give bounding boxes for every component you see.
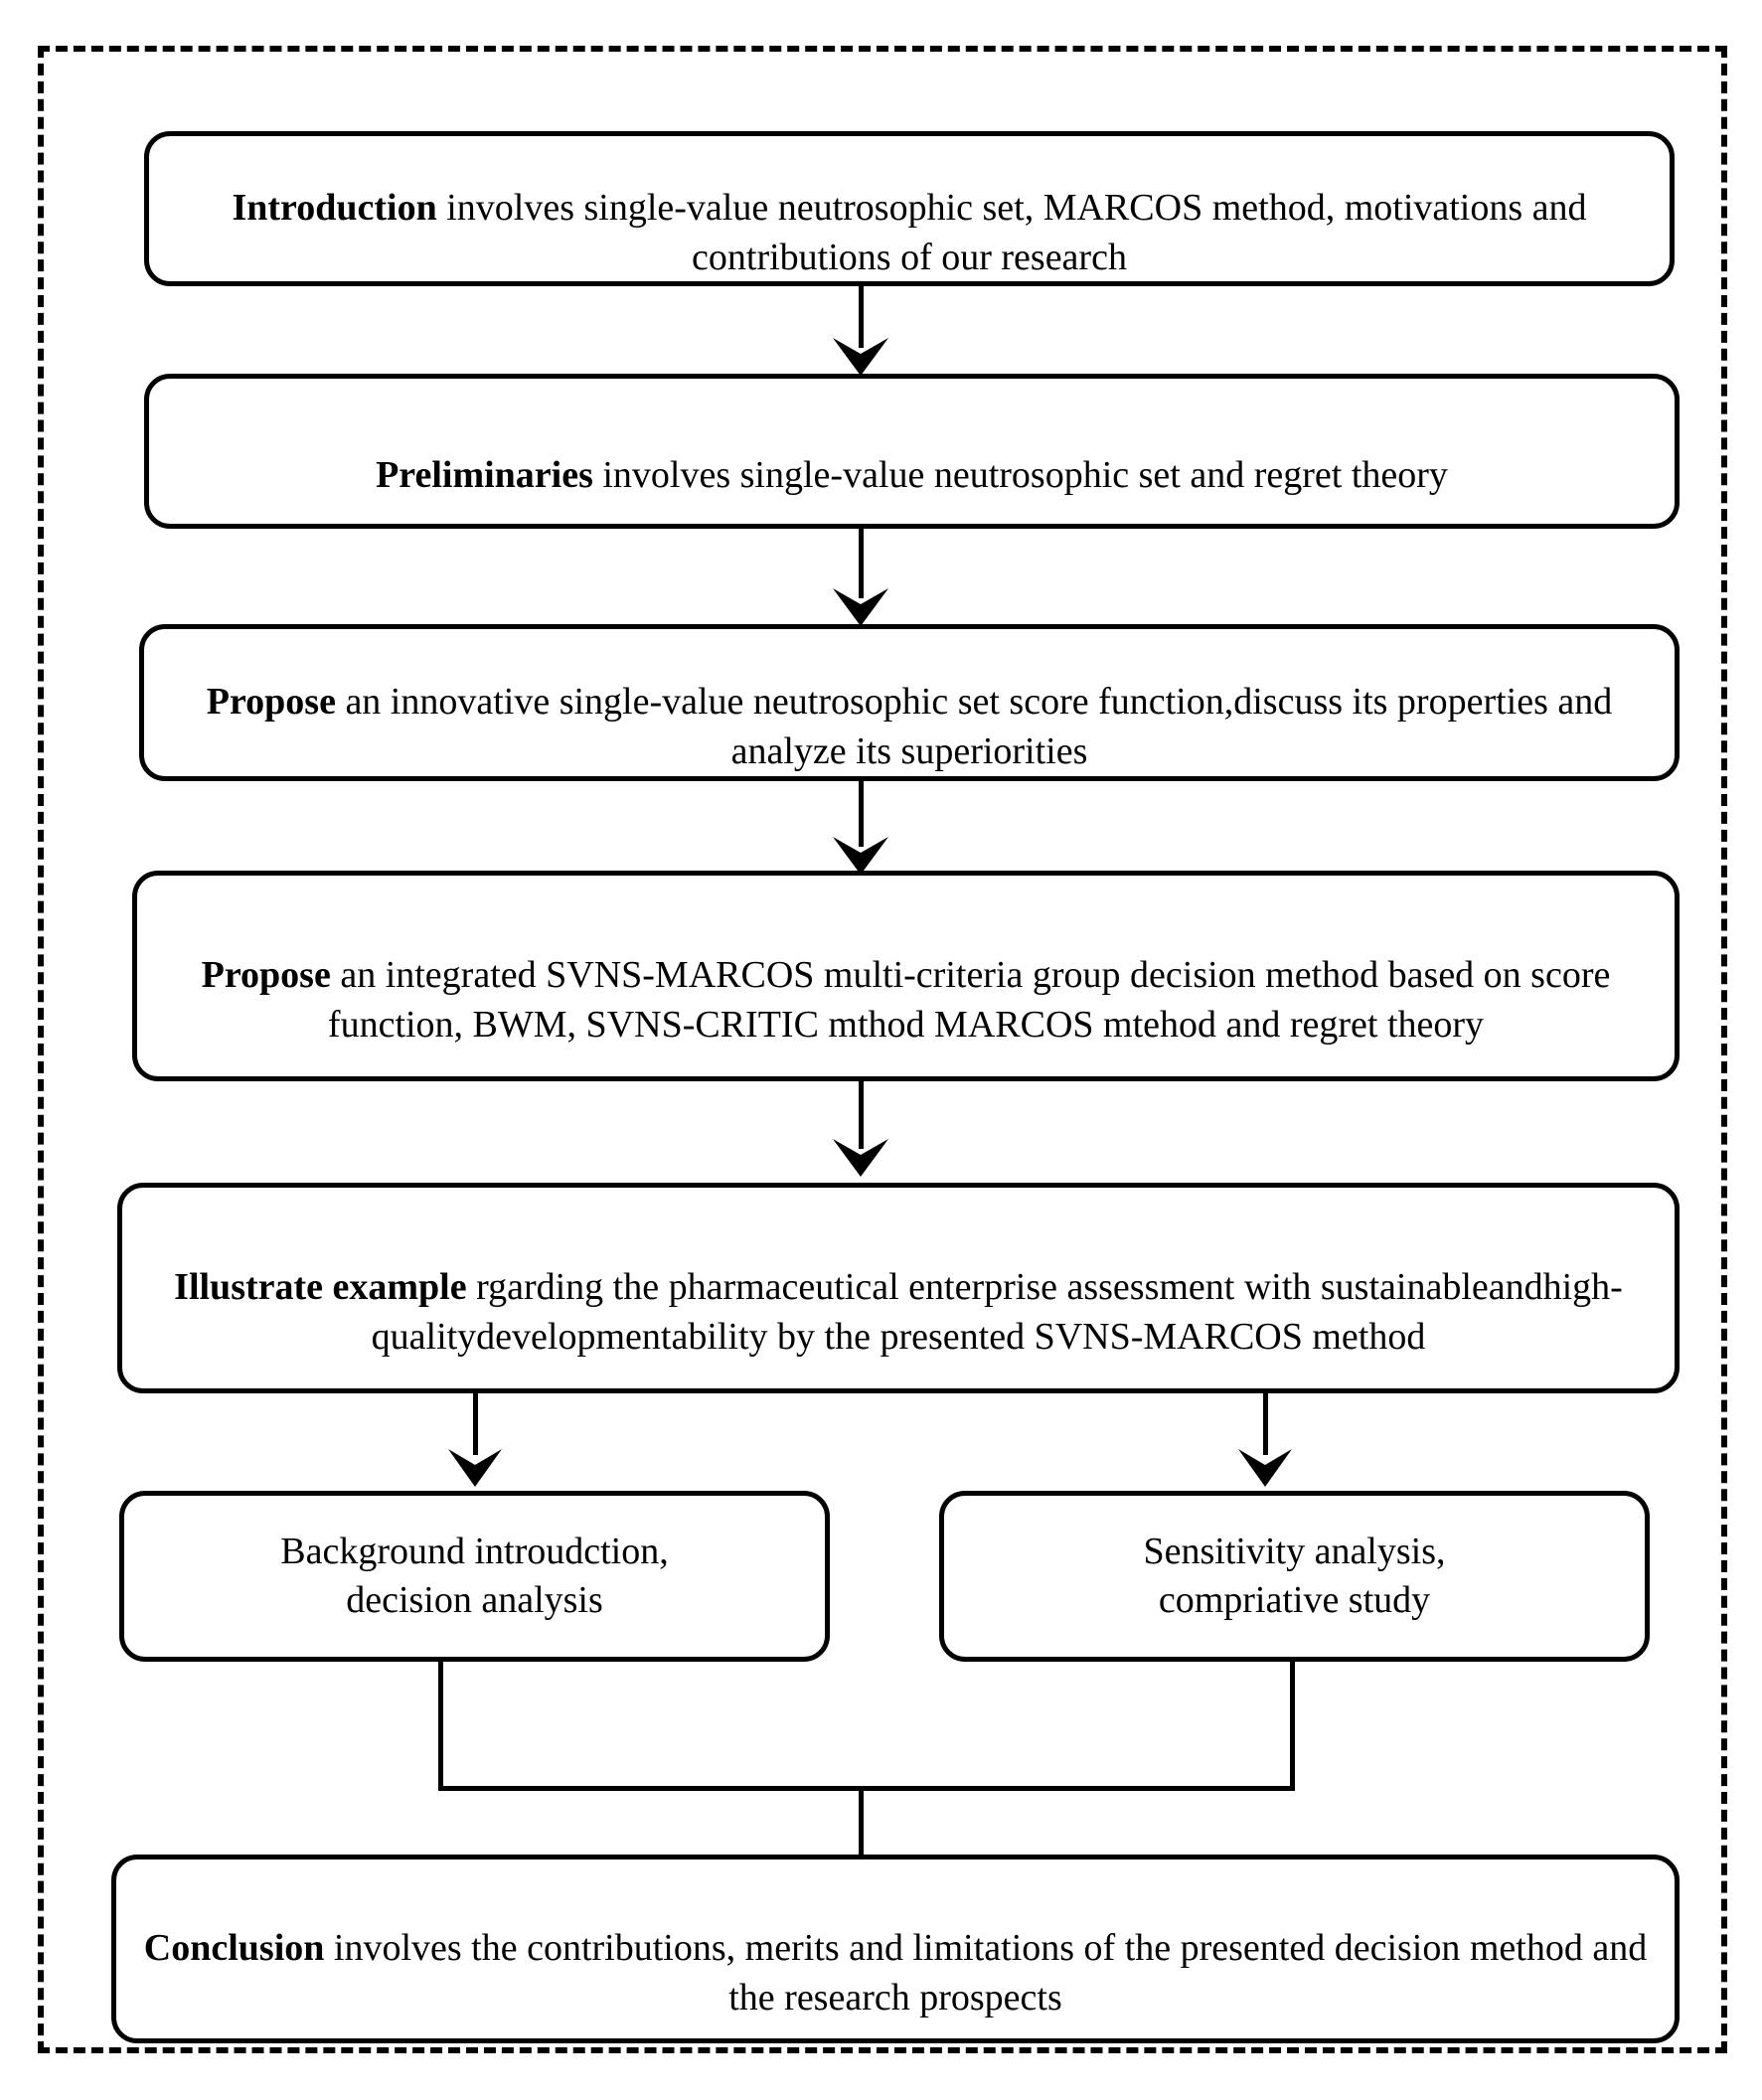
connector-propose-score-to-propose-marcos: [859, 781, 864, 847]
node-introduction-label: Introduction involves single-value neutr…: [149, 135, 1670, 282]
node-introduction-rest: involves single-value neutrosophic set, …: [436, 187, 1587, 278]
connector-background-merge-stem: [438, 1662, 443, 1791]
node-illustrate-example-label: Illustrate example rgarding the pharmace…: [122, 1214, 1675, 1362]
node-propose-svns-marcos-label: Propose an integrated SVNS-MARCOS multi-…: [137, 902, 1675, 1050]
node-sensitivity-analysis[interactable]: Sensitivity analysis, compriative study: [939, 1491, 1650, 1662]
node-background-introduction-label: Background introudction, decision analys…: [280, 1530, 669, 1621]
node-conclusion-rest: involves the contributions, merits and l…: [324, 1927, 1648, 2019]
connector-merge-bar: [438, 1786, 1295, 1791]
node-background-introduction[interactable]: Background introudction, decision analys…: [119, 1491, 830, 1662]
node-illustrate-example[interactable]: Illustrate example rgarding the pharmace…: [117, 1183, 1680, 1393]
node-introduction-lead: Introduction: [232, 187, 437, 230]
node-preliminaries-label: Preliminaries involves single-value neut…: [149, 403, 1675, 501]
connector-preliminaries-to-propose-score: [859, 529, 864, 598]
node-illustrate-example-rest: rgarding the pharmaceutical enterprise a…: [371, 1266, 1623, 1358]
connector-propose-marcos-to-illustrate: [859, 1081, 864, 1149]
diagram-dashed-border: [38, 46, 1727, 2053]
node-conclusion[interactable]: Conclusion involves the contributions, m…: [111, 1855, 1680, 2043]
node-conclusion-label: Conclusion involves the contributions, m…: [116, 1875, 1675, 2022]
connector-illustrate-to-background: [473, 1393, 478, 1455]
connector-illustrate-to-sensitivity: [1263, 1393, 1268, 1455]
node-illustrate-example-lead: Illustrate example: [174, 1266, 467, 1309]
node-preliminaries-lead: Preliminaries: [376, 454, 593, 496]
node-propose-score-function-rest: an innovative single-value neutrosophic …: [335, 681, 1613, 772]
node-propose-svns-marcos-lead: Propose: [201, 954, 331, 997]
node-sensitivity-analysis-label: Sensitivity analysis, compriative study: [1143, 1530, 1446, 1621]
node-preliminaries-rest: involves single-value neutrosophic set a…: [592, 454, 1448, 496]
node-introduction[interactable]: Introduction involves single-value neutr…: [144, 131, 1675, 286]
node-propose-score-function-lead: Propose: [206, 681, 336, 724]
node-propose-svns-marcos-rest: an integrated SVNS-MARCOS multi-criteria…: [327, 954, 1611, 1046]
connector-merge-to-conclusion: [859, 1786, 864, 1858]
node-preliminaries[interactable]: Preliminaries involves single-value neut…: [144, 374, 1680, 529]
node-conclusion-lead: Conclusion: [143, 1927, 325, 1970]
connector-introduction-to-preliminaries: [859, 286, 864, 348]
node-propose-score-function-label: Propose an innovative single-value neutr…: [144, 629, 1675, 776]
node-propose-svns-marcos[interactable]: Propose an integrated SVNS-MARCOS multi-…: [132, 871, 1680, 1081]
connector-sensitivity-merge-stem: [1290, 1662, 1295, 1791]
node-propose-score-function[interactable]: Propose an innovative single-value neutr…: [139, 624, 1680, 781]
